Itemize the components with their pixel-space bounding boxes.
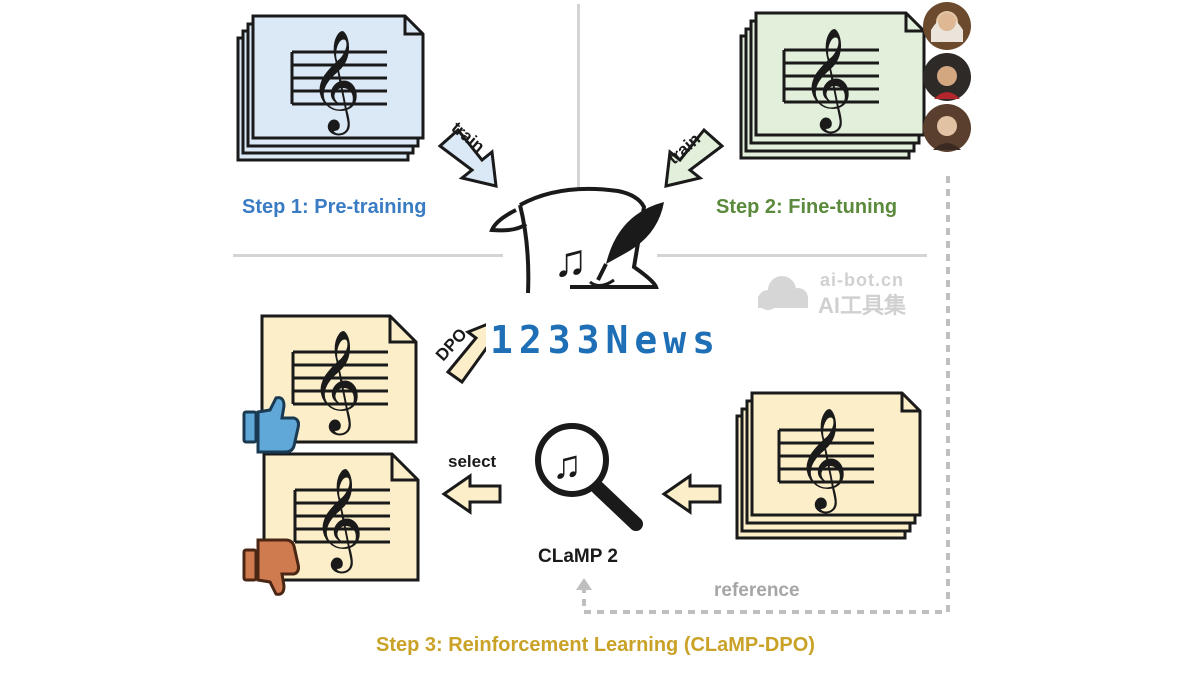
input-arrow xyxy=(661,473,722,515)
select-label: select xyxy=(448,452,497,471)
generated-doc-stack xyxy=(735,391,922,540)
thumbs-up-icon xyxy=(242,396,300,454)
music-model-scroll-icon: ♫ xyxy=(489,186,664,294)
reference-dashed-path xyxy=(576,176,950,614)
pretraining-doc-stack xyxy=(236,14,425,162)
step1-label: Step 1: Pre-training xyxy=(242,196,427,218)
vertical-divider xyxy=(577,4,580,194)
horizontal-divider-right xyxy=(657,254,927,257)
train-arrow-left xyxy=(437,127,498,188)
watermark-name: AI工具集 xyxy=(818,293,907,318)
svg-text:♫: ♫ xyxy=(552,443,582,487)
composer-portraits xyxy=(923,2,971,152)
clamp-label: CLaMP 2 xyxy=(538,546,618,567)
train-arrow-right xyxy=(664,127,725,188)
select-arrow xyxy=(441,473,502,515)
reference-label: reference xyxy=(714,580,800,601)
step3-label: Step 3: Reinforcement Learning (CLaMP-DP… xyxy=(376,634,815,656)
thumbs-down-icon xyxy=(242,538,300,596)
svg-text:♫: ♫ xyxy=(553,234,588,286)
news-banner xyxy=(486,313,716,375)
clamp-magnifier-icon: ♫ xyxy=(535,423,643,531)
finetuning-doc-stack xyxy=(739,11,926,160)
watermark-logo-icon xyxy=(758,276,808,310)
horizontal-divider-left xyxy=(233,254,503,257)
step2-label: Step 2: Fine-tuning xyxy=(716,196,898,218)
news-banner-text: 1233News xyxy=(490,318,722,362)
watermark-url: ai-bot.cn xyxy=(820,270,904,290)
